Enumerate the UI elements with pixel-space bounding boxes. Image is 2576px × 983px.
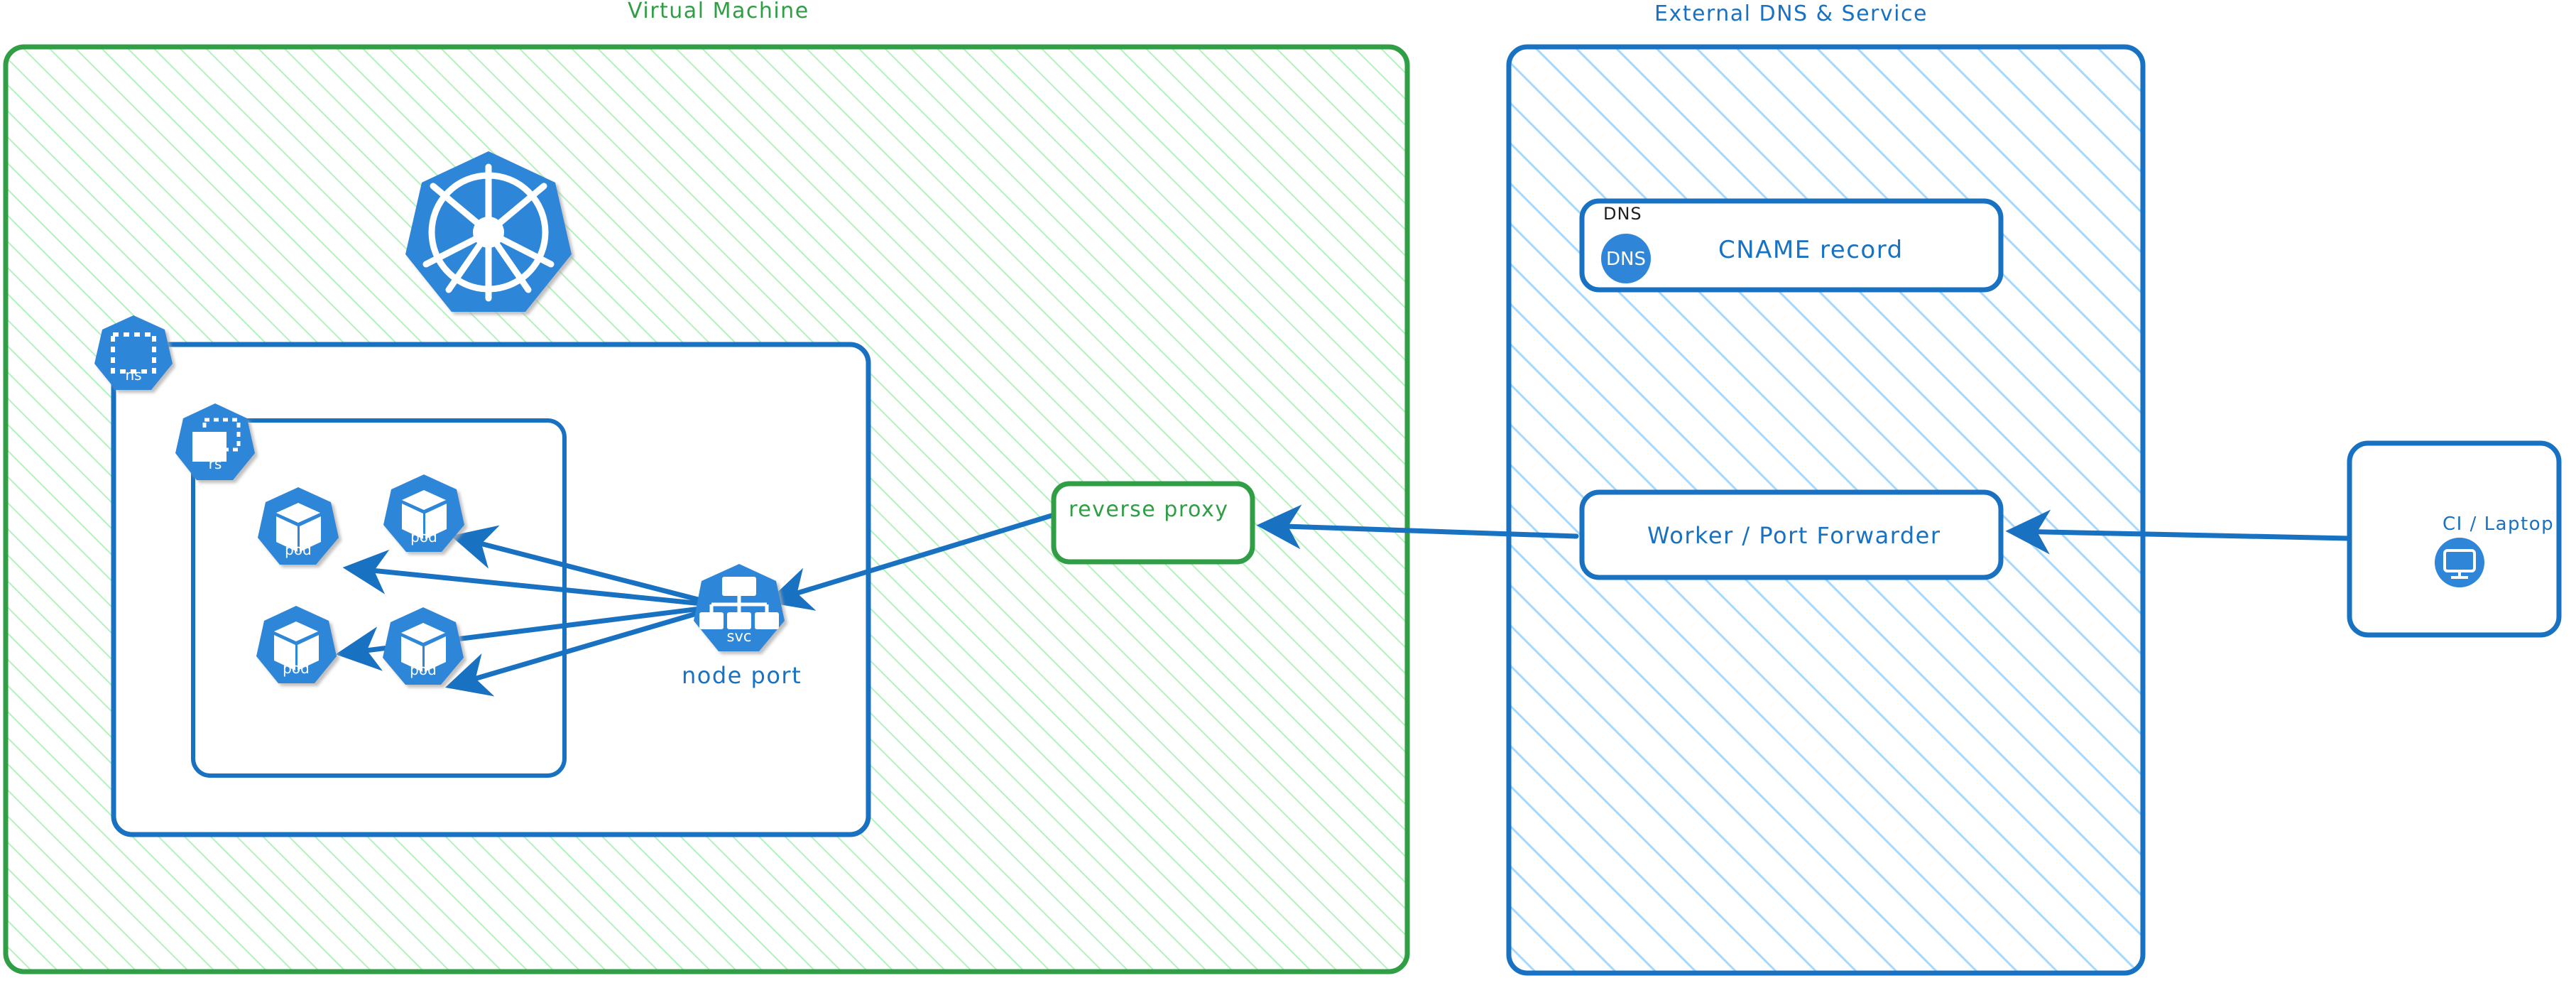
kubernetes-replicaset-icon [175,403,255,480]
namespace-label: ns [125,366,142,384]
desktop-monitor-icon [2435,538,2484,587]
edge-reverse-proxy-to-service [766,512,1057,611]
replicaset-container [191,418,567,778]
pod-label-3: pod [283,660,310,677]
kubernetes-pod-icon [383,607,464,685]
dns-tag-label: DNS [1603,204,1642,224]
cname-record-label: CNAME record [1718,236,1904,264]
edge-service-to-pod-4 [444,603,726,697]
edges [335,504,2352,697]
kubernetes-pod-icon [258,487,339,565]
kubernetes-namespace-icon [94,315,173,390]
kubernetes-logo-icon [405,151,572,312]
pod-label-1: pod [285,541,312,558]
client-label: CI / Laptop [2443,514,2555,535]
dns-box[interactable] [1579,198,2004,293]
pod-label-2: pod [410,528,437,545]
edge-service-to-pod-1 [342,549,726,609]
kubernetes-pod-icon [256,606,337,683]
kubernetes-service-icon [694,564,785,651]
virtual-machine-title: Virtual Machine [628,0,809,23]
worker-box[interactable] [1579,489,2004,580]
worker-label: Worker / Port Forwarder [1647,522,1941,549]
kubernetes-pod-icon [383,474,464,552]
node-port-caption: node port [682,662,802,689]
external-dns-title: External DNS & Service [1654,1,1928,26]
replicaset-label: rs [208,455,222,472]
reverse-proxy-box[interactable] [1051,481,1255,565]
edge-service-to-pod-2 [450,525,726,609]
reverse-proxy-label: reverse proxy [1069,497,1229,522]
pod-label-4: pod [410,661,437,678]
edge-worker-to-reverse-proxy [1256,504,1579,550]
dns-badge-label: DNS [1606,249,1646,270]
dns-circle-icon [1601,234,1651,283]
service-label: svc [726,628,752,645]
edge-client-to-worker [2005,509,2352,555]
